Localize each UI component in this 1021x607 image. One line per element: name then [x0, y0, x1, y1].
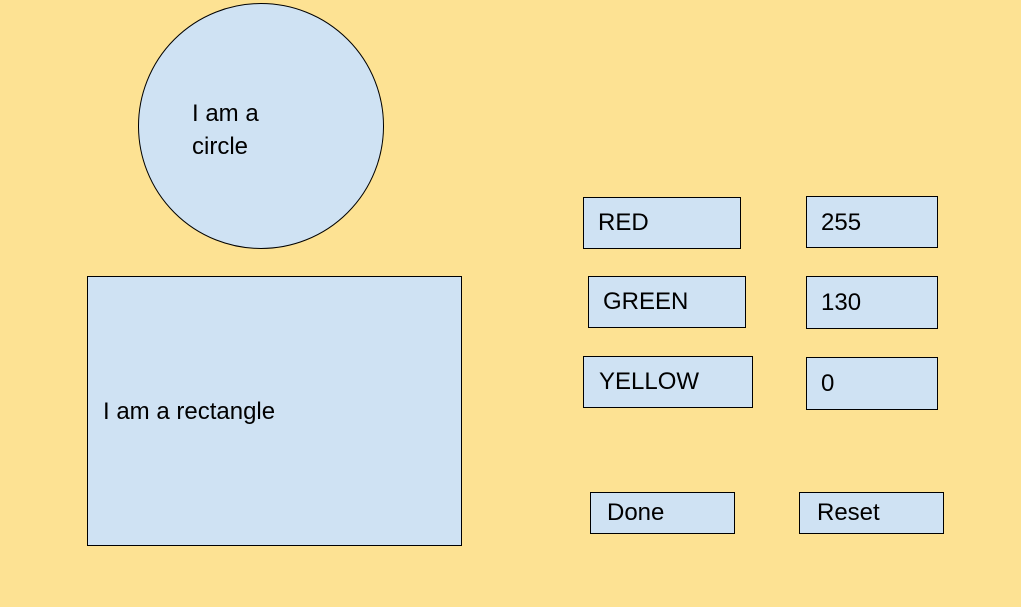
yellow-value-field[interactable]: 0 [806, 357, 938, 410]
rectangle-shape: I am a rectangle [87, 276, 462, 546]
reset-button[interactable]: Reset [799, 492, 944, 534]
yellow-label-box: YELLOW [583, 356, 753, 408]
rectangle-label: I am a rectangle [103, 398, 276, 425]
red-value-field[interactable]: 255 [806, 196, 938, 248]
green-label-box: GREEN [588, 276, 746, 328]
done-button[interactable]: Done [590, 492, 735, 534]
circle-shape: I am a circle [138, 3, 384, 249]
green-value-field[interactable]: 130 [806, 276, 938, 329]
red-label-box: RED [583, 197, 741, 249]
circle-label: I am a circle [192, 100, 259, 160]
